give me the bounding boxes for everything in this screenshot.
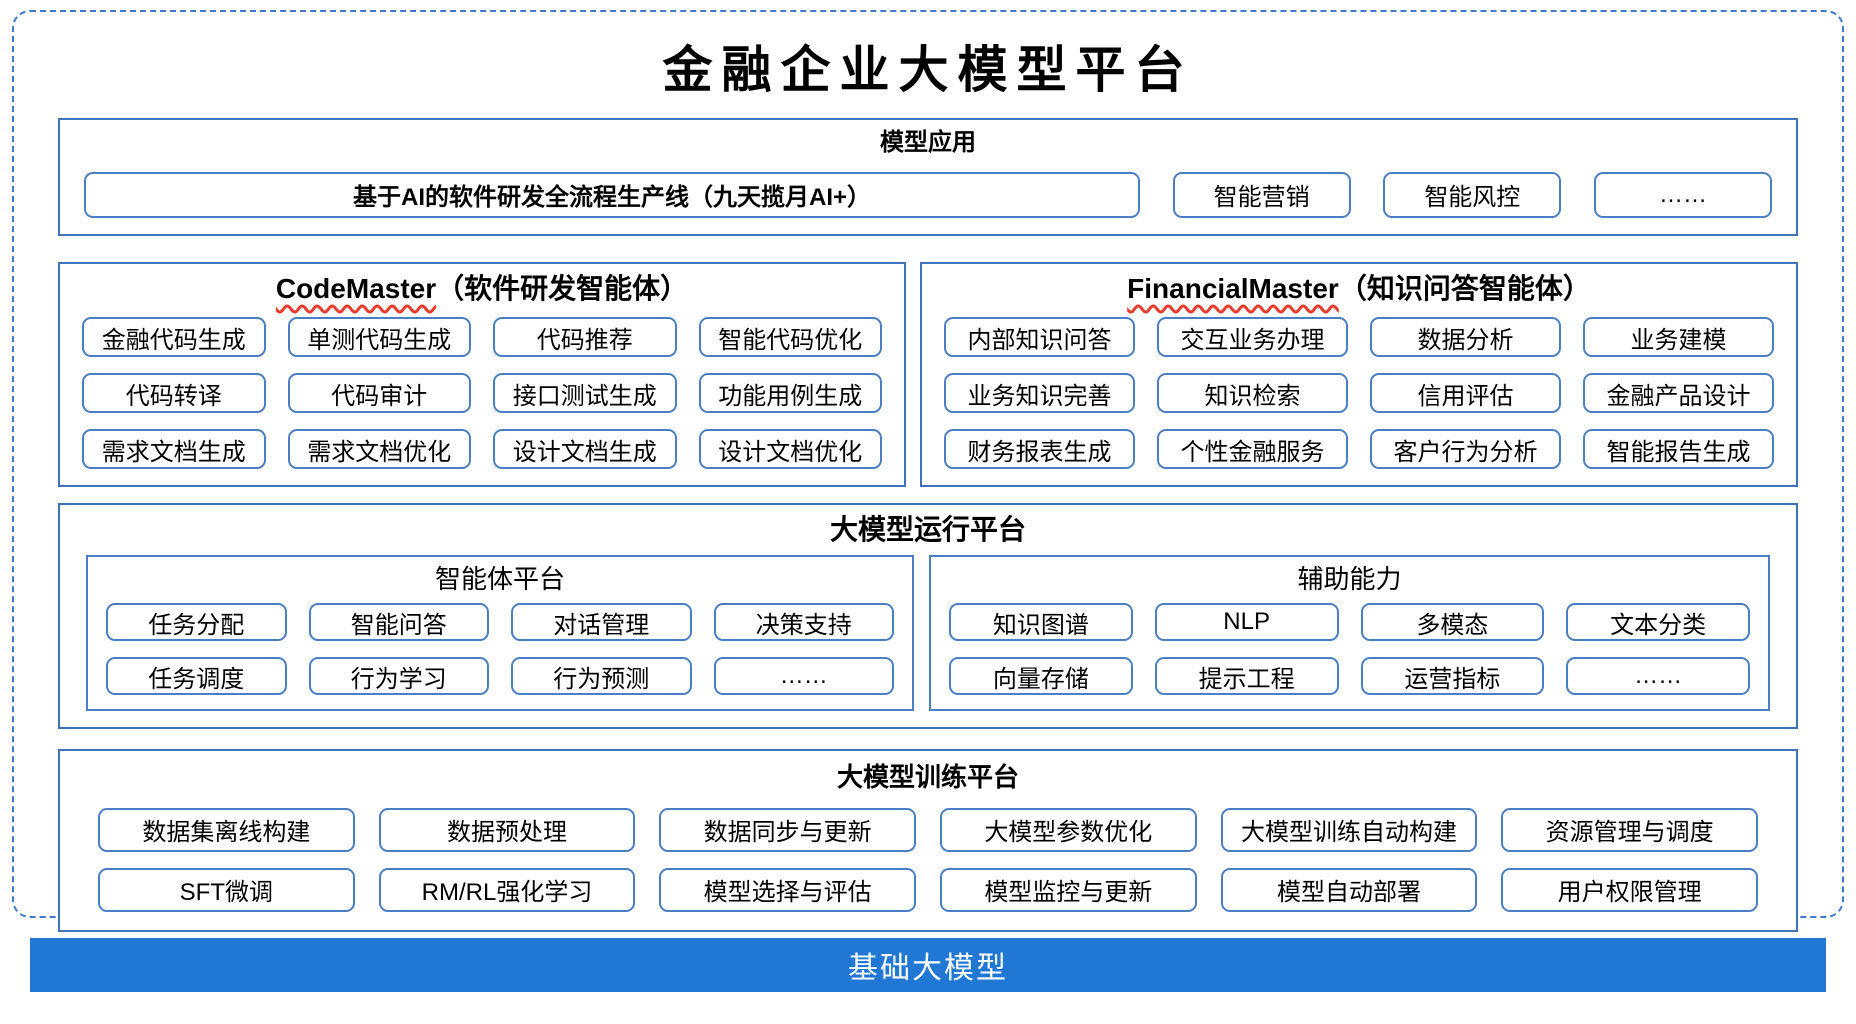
training-capability-box: 用户权限管理: [1501, 867, 1758, 912]
auxiliary-header: 辅助能力: [1297, 563, 1402, 594]
auxiliary-capability-box: NLP: [1154, 603, 1339, 642]
model-application-header: 模型应用: [880, 128, 976, 156]
codemaster-capability-box: 代码审计: [287, 373, 471, 414]
agent-platform-header: 智能体平台: [434, 563, 565, 594]
financialmaster-section: FinancialMaster（知识问答智能体） 内部知识问答 交互业务办理 数…: [920, 261, 1798, 488]
runtime-platform-row: 智能体平台 任务分配 智能问答 对话管理 决策支持 任务调度 行为学习 行为预测…: [86, 554, 1770, 712]
app-box-ellipsis: ……: [1593, 171, 1772, 218]
training-platform-header: 大模型训练平台: [836, 762, 1019, 793]
training-platform-section: 大模型训练平台 数据集离线构建 数据预处理 数据同步与更新 大模型参数优化 大模…: [58, 749, 1798, 932]
auxiliary-capability-box: 提示工程: [1154, 657, 1339, 696]
codemaster-section: CodeMaster（软件研发智能体） 金融代码生成 单测代码生成 代码推荐 智…: [58, 261, 906, 488]
auxiliary-capability-box-ellipsis: ……: [1566, 657, 1750, 696]
codemaster-capability-box: 智能代码优化: [698, 317, 882, 358]
codemaster-capability-box: 功能用例生成: [698, 373, 882, 414]
codemaster-name-suffix: （软件研发智能体）: [436, 272, 689, 304]
codemaster-capability-box: 单测代码生成: [287, 317, 471, 358]
agent-platform-capability-box: 任务分配: [106, 603, 287, 642]
codemaster-capability-box: 代码推荐: [493, 317, 677, 358]
financialmaster-name: FinancialMaster: [1127, 272, 1339, 304]
codemaster-capability-box: 需求文档优化: [287, 429, 471, 470]
training-capability-box: 大模型参数优化: [939, 807, 1197, 852]
training-capability-box: 模型自动部署: [1220, 867, 1478, 912]
codemaster-header: CodeMaster（软件研发智能体）: [60, 264, 904, 306]
outer-dashed-frame: 金融企业大模型平台 模型应用 基于AI的软件研发全流程生产线（九天揽月AI+） …: [12, 10, 1844, 932]
featured-app-box: 基于AI的软件研发全流程生产线（九天揽月AI+）: [84, 171, 1140, 218]
training-capability-box: 模型监控与更新: [939, 867, 1197, 912]
page-title: 金融企业大模型平台: [662, 40, 1194, 99]
agent-platform-capability-box: 智能问答: [308, 603, 489, 642]
codemaster-capability-box: 金融代码生成: [82, 317, 266, 358]
training-capability-box: SFT微调: [98, 867, 355, 912]
training-capability-box: 大模型训练自动构建: [1220, 807, 1478, 852]
financialmaster-header: FinancialMaster（知识问答智能体）: [922, 264, 1796, 306]
agent-platform-capability-box: 任务调度: [106, 657, 287, 696]
auxiliary-capability-box-group: 辅助能力 知识图谱 NLP 多模态 文本分类 向量存储 提示工程 运营指标 ……: [929, 554, 1770, 712]
financialmaster-capability-box: 数据分析: [1370, 317, 1561, 358]
financialmaster-capability-box: 业务建模: [1583, 317, 1774, 358]
training-capability-box: RM/RL强化学习: [378, 867, 636, 912]
runtime-platform-header: 大模型运行平台: [829, 514, 1026, 546]
model-application-row: 基于AI的软件研发全流程生产线（九天揽月AI+） 智能营销 智能风控 ……: [84, 171, 1772, 218]
financialmaster-capability-box: 个性金融服务: [1157, 429, 1348, 470]
financialmaster-capability-box: 知识检索: [1157, 373, 1348, 414]
financialmaster-capability-box: 业务知识完善: [944, 373, 1135, 414]
training-capability-box: 数据集离线构建: [98, 807, 355, 852]
base-model-bar: 基础大模型: [30, 938, 1826, 992]
agent-platform-capability-box: 对话管理: [511, 603, 692, 642]
auxiliary-grid: 知识图谱 NLP 多模态 文本分类 向量存储 提示工程 运营指标 ……: [949, 603, 1750, 696]
codemaster-grid: 金融代码生成 单测代码生成 代码推荐 智能代码优化 代码转译 代码审计 接口测试…: [82, 317, 882, 470]
auxiliary-capability-box: 知识图谱: [949, 603, 1133, 642]
model-application-section: 模型应用 基于AI的软件研发全流程生产线（九天揽月AI+） 智能营销 智能风控 …: [58, 117, 1798, 236]
financialmaster-grid: 内部知识问答 交互业务办理 数据分析 业务建模 业务知识完善 知识检索 信用评估…: [944, 317, 1774, 470]
codemaster-capability-box: 设计文档生成: [493, 429, 677, 470]
financialmaster-capability-box: 交互业务办理: [1157, 317, 1348, 358]
runtime-platform-section: 大模型运行平台 智能体平台 任务分配 智能问答 对话管理 决策支持 任务调度 行…: [58, 503, 1798, 730]
app-box: 智能风控: [1383, 171, 1562, 218]
training-capability-box: 数据同步与更新: [659, 807, 916, 852]
financialmaster-capability-box: 金融产品设计: [1583, 373, 1774, 414]
training-capability-box: 模型选择与评估: [659, 867, 916, 912]
codemaster-capability-box: 需求文档生成: [82, 429, 266, 470]
financialmaster-capability-box: 智能报告生成: [1583, 429, 1774, 470]
agent-platform-capability-box: 行为预测: [511, 657, 692, 696]
financialmaster-capability-box: 内部知识问答: [944, 317, 1135, 358]
financialmaster-capability-box: 信用评估: [1370, 373, 1561, 414]
codemaster-capability-box: 设计文档优化: [698, 429, 882, 470]
agent-platform-capability-box: 行为学习: [308, 657, 489, 696]
codemaster-name: CodeMaster: [275, 272, 437, 304]
agents-row: CodeMaster（软件研发智能体） 金融代码生成 单测代码生成 代码推荐 智…: [58, 261, 1798, 488]
agent-platform-capability-box: 决策支持: [713, 603, 894, 642]
agent-platform-capability-box-ellipsis: ……: [713, 657, 894, 696]
app-box: 智能营销: [1172, 171, 1351, 218]
training-capability-box: 资源管理与调度: [1501, 807, 1758, 852]
auxiliary-capability-box: 多模态: [1360, 603, 1545, 642]
financialmaster-capability-box: 财务报表生成: [944, 429, 1135, 470]
financialmaster-name-suffix: （知识问答智能体）: [1338, 272, 1591, 304]
auxiliary-capability-box: 运营指标: [1360, 657, 1545, 696]
auxiliary-capability-box: 向量存储: [949, 657, 1133, 696]
agent-platform-grid: 任务分配 智能问答 对话管理 决策支持 任务调度 行为学习 行为预测 ……: [106, 603, 894, 696]
auxiliary-capability-box: 文本分类: [1566, 603, 1750, 642]
agent-platform-box: 智能体平台 任务分配 智能问答 对话管理 决策支持 任务调度 行为学习 行为预测…: [86, 554, 914, 712]
codemaster-capability-box: 接口测试生成: [493, 373, 677, 414]
codemaster-capability-box: 代码转译: [82, 373, 266, 414]
training-capability-box: 数据预处理: [378, 807, 636, 852]
financialmaster-capability-box: 客户行为分析: [1370, 429, 1561, 470]
training-platform-grid: 数据集离线构建 数据预处理 数据同步与更新 大模型参数优化 大模型训练自动构建 …: [98, 807, 1758, 912]
